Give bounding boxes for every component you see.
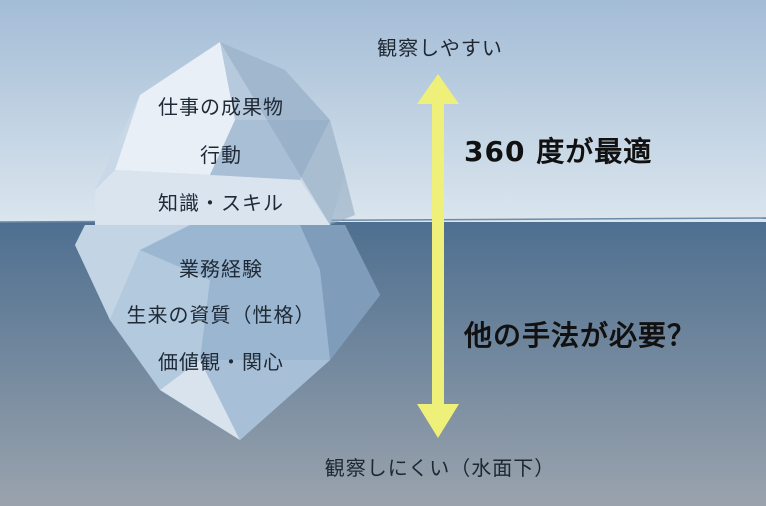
iceberg-base <box>75 225 380 440</box>
bottom-caption: 観察しにくい（水面下） <box>324 456 556 480</box>
label-360-degree: 360 度が最適 <box>464 135 653 168</box>
label-other-methods: 他の手法が必要？ <box>464 319 697 352</box>
iceberg-label-work-experience: 業務経験 <box>179 257 263 281</box>
iceberg-label-knowledge-skills: 知識・スキル <box>158 191 284 215</box>
iceberg-label-values-interests: 価値観・関心 <box>158 350 284 374</box>
iceberg-label-innate-traits: 生来の資質（性格） <box>126 303 316 327</box>
top-caption: 観察しやすい <box>377 36 503 60</box>
double-arrow <box>417 74 459 438</box>
iceberg-tip <box>95 42 355 225</box>
iceberg-label-work-output: 仕事の成果物 <box>158 95 284 119</box>
iceberg-label-behavior: 行動 <box>200 143 242 167</box>
